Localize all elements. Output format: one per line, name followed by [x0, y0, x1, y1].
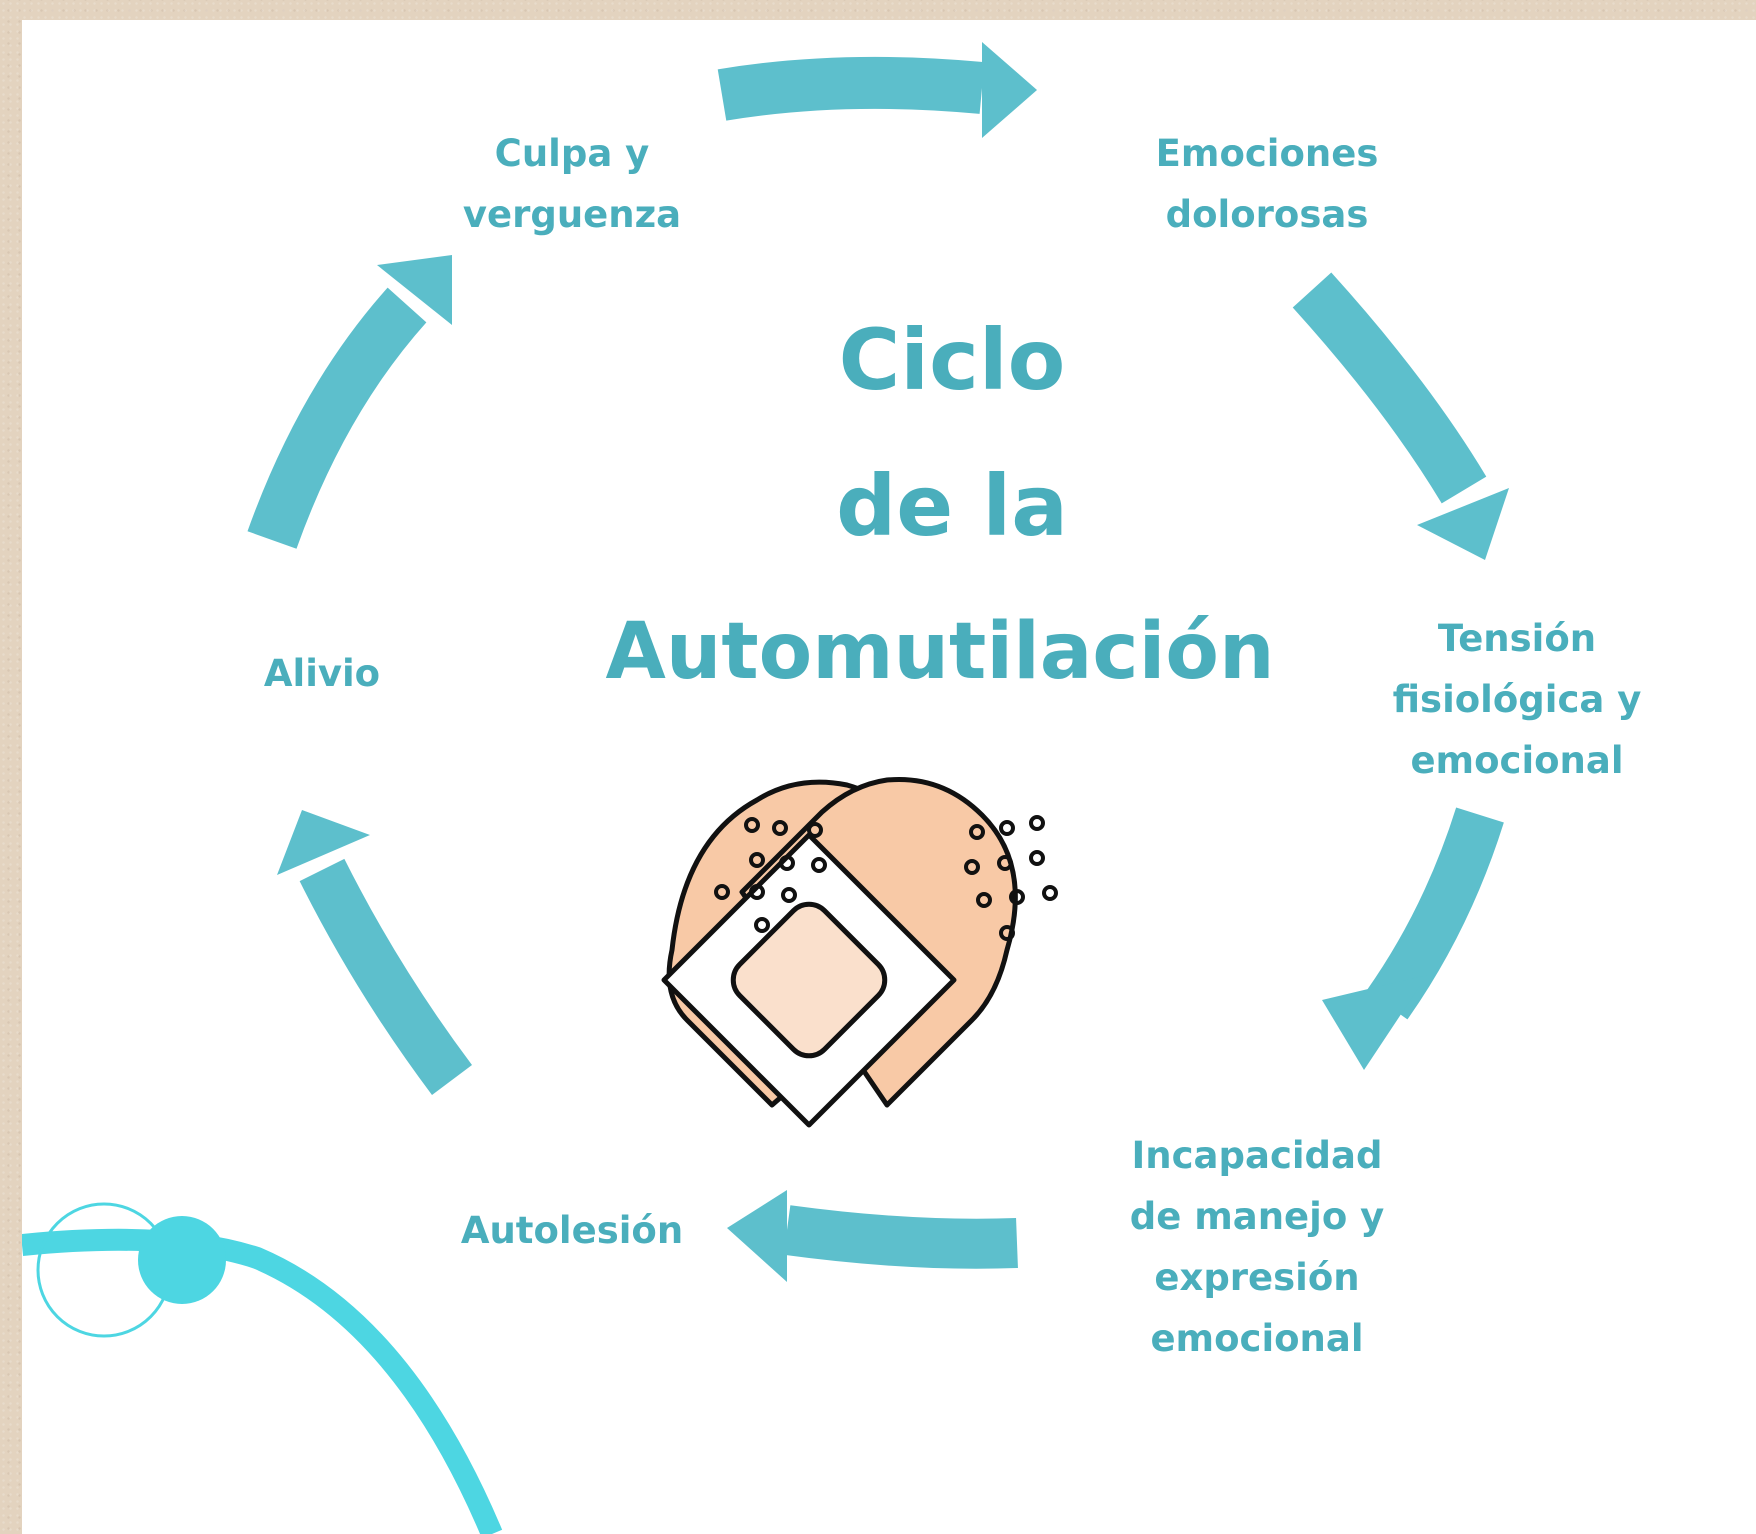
stage-emociones-label: Emociones dolorosas — [1155, 132, 1379, 236]
circle-line-deco — [22, 1202, 503, 1534]
arrow-autolesion-to-alivio — [277, 810, 473, 1095]
title-line-1: Ciclo — [838, 311, 1066, 409]
stage-incapacidad-label: Incapacidad de manejo y expresión emocio… — [1129, 1134, 1385, 1360]
stage-tension-label: Tensión fisiológica y emocional — [1392, 617, 1642, 782]
arrow-emociones-to-tension — [1292, 272, 1509, 560]
diagram-card: Culpa y verguenza Emociones dolorosas Te… — [22, 20, 1756, 1534]
title-line-3: Automutilación — [605, 607, 1275, 697]
cycle-diagram — [22, 42, 1509, 1534]
arrow-alivio-to-culpa — [247, 255, 452, 549]
stage-autolesion-label: Autolesión — [460, 1209, 684, 1252]
arrow-incapacidad-to-autolesion — [727, 1190, 1018, 1282]
arrow-culpa-to-emociones — [717, 42, 1037, 138]
stage-culpa-label: Culpa y verguenza — [462, 132, 682, 236]
title-line-2: de la — [836, 457, 1068, 555]
stage-alivio-label: Alivio — [263, 652, 381, 695]
arrow-tension-to-incapacidad — [1322, 807, 1504, 1070]
heart-bandage-icon — [661, 776, 1058, 1128]
